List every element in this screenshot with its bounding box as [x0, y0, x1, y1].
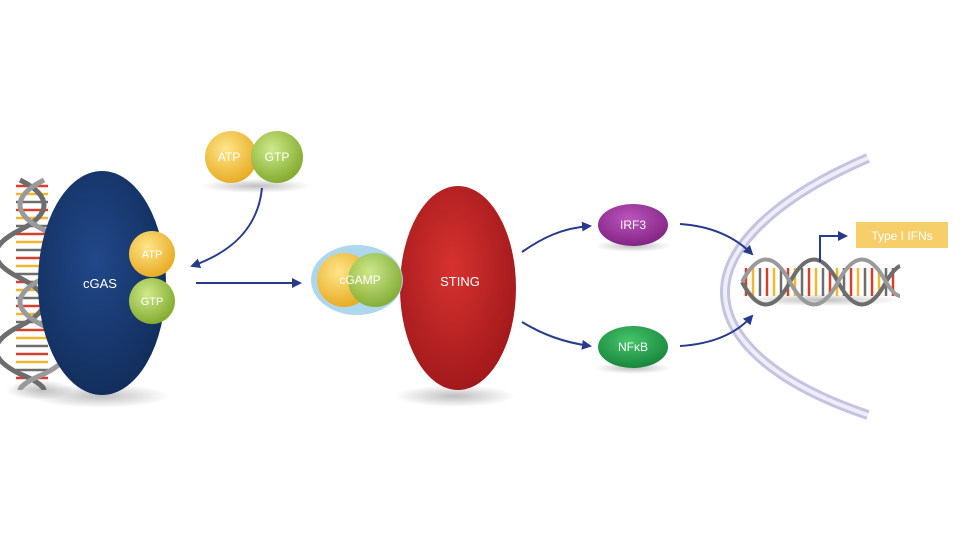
cgamp-gtp-part — [348, 253, 402, 307]
type-i-ifns-box — [856, 222, 948, 248]
arrow-sting-to-nfkb — [521, 321, 592, 350]
sting-label: STING — [440, 274, 480, 289]
atp-free-label: ATP — [218, 150, 240, 164]
arrow-nfkb-to-dna — [679, 314, 754, 347]
sting-protein — [400, 186, 516, 390]
cgas-label: cGAS — [83, 276, 117, 291]
transcription-arrow — [819, 231, 848, 262]
atp-bound-molecule — [129, 231, 175, 277]
arrow-nucleotides-to-cgas — [190, 187, 263, 269]
type-i-ifns-label: Type I IFNs — [871, 229, 932, 243]
gtp-bound-label: GTP — [141, 296, 164, 308]
gtp-free-molecule — [251, 131, 303, 183]
irf3-label: IRF3 — [620, 218, 646, 232]
arrow-irf3-to-dna — [679, 223, 754, 256]
nfkb-factor — [598, 326, 668, 368]
gtp-bound-molecule — [129, 278, 175, 324]
atp-free-molecule — [205, 131, 257, 183]
nfkb-label: NFκB — [618, 340, 648, 354]
cgamp-label: cGAMP — [339, 273, 380, 287]
dna-helix-nucleus — [738, 257, 902, 307]
cgas-enzyme — [38, 171, 166, 395]
irf3-factor — [598, 204, 668, 246]
arrow-sting-to-irf3 — [521, 221, 592, 253]
gtp-free-label: GTP — [265, 150, 290, 164]
atp-bound-label: ATP — [142, 249, 163, 261]
